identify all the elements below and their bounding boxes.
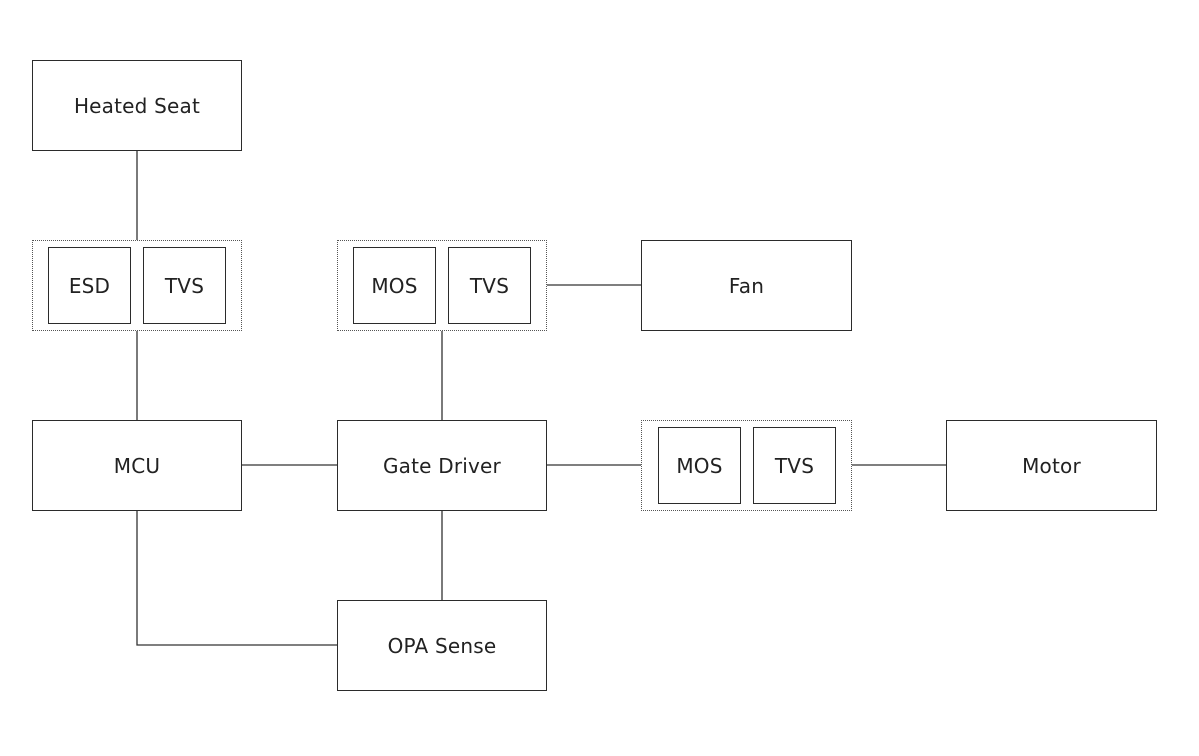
esd-block: ESD bbox=[48, 247, 131, 324]
seat-tvs-block: TVS bbox=[143, 247, 226, 324]
motor-mos-block: MOS bbox=[658, 427, 741, 504]
opa-sense-block: OPA Sense bbox=[337, 600, 547, 691]
fan-mos-block: MOS bbox=[353, 247, 436, 324]
fan-switch-group bbox=[337, 240, 547, 331]
fan-tvs-block: TVS bbox=[448, 247, 531, 324]
seat-protection-group bbox=[32, 240, 242, 331]
motor-block: Motor bbox=[946, 420, 1157, 511]
heated-seat-block: Heated Seat bbox=[32, 60, 242, 151]
mcu-block: MCU bbox=[32, 420, 242, 511]
fan-block: Fan bbox=[641, 240, 852, 331]
wire-mcu-to-opa bbox=[136, 511, 337, 646]
motor-tvs-block: TVS bbox=[753, 427, 836, 504]
gate-driver-block: Gate Driver bbox=[337, 420, 547, 511]
motor-switch-group bbox=[641, 420, 852, 511]
